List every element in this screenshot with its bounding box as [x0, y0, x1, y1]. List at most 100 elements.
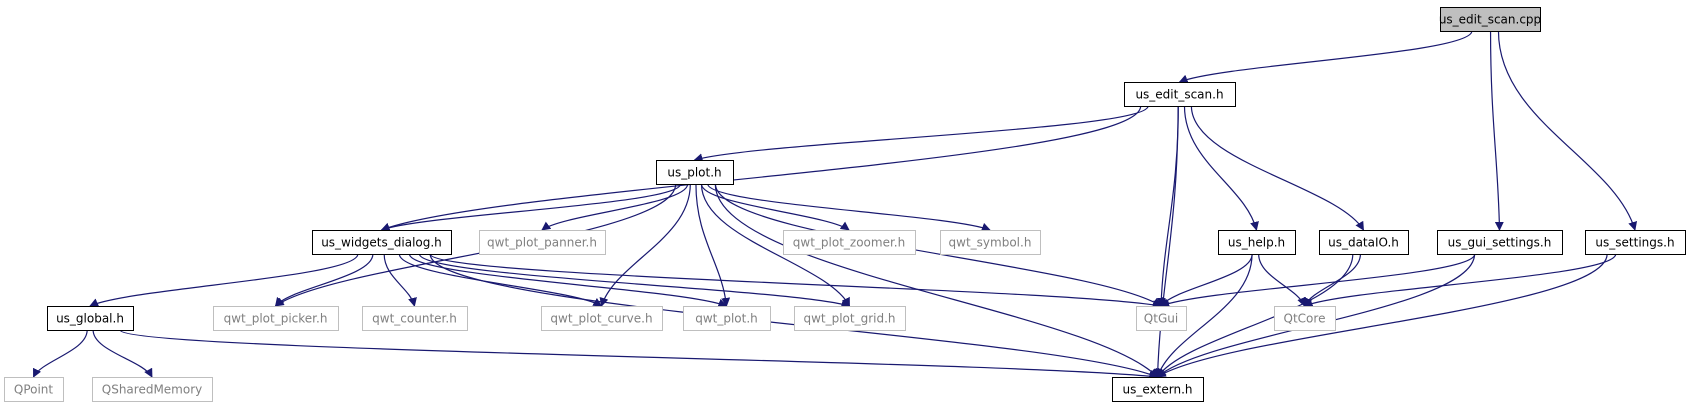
node-label: us_edit_scan.cpp: [1439, 13, 1541, 27]
node-box: [479, 230, 606, 255]
node-box: [1218, 230, 1296, 255]
node-box: [1136, 306, 1187, 331]
edge-us-edit-scan-cpp-to-us-settings-h: [1497, 30, 1638, 231]
edge-us-global-h-to-qpoint: [32, 329, 88, 378]
node-box: [1585, 230, 1686, 255]
edge-us-settings-h-to-us-extern-h: [1156, 253, 1608, 378]
node-qwt-symbol-h: qwt_symbol.h: [940, 230, 1041, 255]
node-label: us_dataIO.h: [1328, 236, 1399, 250]
node-qwt-plot-curve-h: qwt_plot_curve.h: [541, 306, 663, 331]
node-box: [1440, 7, 1541, 32]
node-qwt-plot-zoomer-h: qwt_plot_zoomer.h: [783, 230, 916, 255]
node-label: us_extern.h: [1123, 383, 1193, 397]
node-box: [541, 306, 663, 331]
edge-us-plot-h-to-qwt-plot-h: [695, 183, 731, 307]
edge-us-plot-h-to-qwt-plot-panner-h: [541, 183, 689, 231]
node-qtcore: QtCore: [1274, 306, 1336, 331]
node-label: qwt_plot.h: [695, 312, 758, 326]
node-qwt-plot-grid-h: qwt_plot_grid.h: [794, 306, 906, 331]
edge-us-edit-scan-h-to-us-extern-h: [1153, 105, 1179, 378]
edge-us-widgets-dialog-h-to-qwt-plot-h: [408, 253, 728, 308]
node-qtgui: QtGui: [1136, 306, 1187, 331]
node-label: us_widgets_dialog.h: [321, 236, 442, 250]
node-label: QtCore: [1284, 312, 1326, 326]
node-box: [940, 230, 1041, 255]
edge-us-global-h-to-us-extern-h: [119, 329, 1159, 381]
edge-us-widgets-dialog-h-to-qwt-plot-grid-h: [418, 253, 851, 309]
node-label: QSharedMemory: [102, 383, 203, 397]
node-label: QPoint: [14, 383, 54, 397]
node-box: [312, 230, 452, 255]
node-label: qwt_plot_curve.h: [550, 312, 652, 326]
edge-us-help-h-to-qtcore: [1258, 253, 1306, 307]
node-label: qwt_plot_picker.h: [224, 312, 328, 326]
node-us-edit-scan-h[interactable]: us_edit_scan.h: [1124, 82, 1236, 107]
node-label: us_edit_scan.h: [1135, 88, 1223, 102]
edge-us-edit-scan-h-to-qtgui: [1156, 105, 1179, 307]
node-box: [1274, 306, 1336, 331]
node-box: [656, 160, 734, 185]
edge-us-settings-h-to-qtcore: [1303, 253, 1617, 308]
node-box: [1124, 82, 1236, 107]
node-label: QtGui: [1144, 312, 1178, 326]
edge-us-widgets-dialog-h-to-us-global-h: [89, 253, 359, 307]
node-box: [362, 306, 468, 331]
edge-us-plot-h-to-qwt-plot-curve-h: [599, 183, 691, 307]
node-qwt-plot-picker-h: qwt_plot_picker.h: [213, 306, 339, 331]
node-box: [47, 306, 134, 331]
edge-us-edit-scan-h-to-us-dataio-h: [1190, 105, 1365, 231]
edge-us-widgets-dialog-h-to-us-extern-h: [429, 253, 1159, 379]
node-box: [1319, 230, 1409, 255]
node-box: [1437, 230, 1563, 255]
node-us-help-h[interactable]: us_help.h: [1218, 230, 1296, 255]
edge-us-edit-scan-h-to-us-widgets-dialog-h: [380, 105, 1142, 232]
node-label: qwt_symbol.h: [949, 236, 1032, 250]
node-label: qwt_counter.h: [372, 312, 457, 326]
node-us-edit-scan-cpp[interactable]: us_edit_scan.cpp: [1439, 7, 1541, 32]
edge-us-plot-h-to-qwt-symbol-h: [707, 183, 991, 232]
node-box: [783, 230, 916, 255]
edge-us-edit-scan-h-to-us-help-h: [1183, 105, 1259, 231]
edge-us-global-h-to-qsharedmemory: [92, 329, 153, 378]
edge-us-widgets-dialog-h-to-qwt-counter-h: [383, 253, 417, 307]
node-box: [4, 377, 64, 402]
node-box: [92, 377, 213, 402]
node-label: qwt_plot_panner.h: [487, 236, 597, 250]
edge-us-plot-h-to-us-extern-h: [714, 183, 1159, 378]
nodes-layer: us_edit_scan.cpp us_edit_scan.h us_plot.hu…: [4, 7, 1686, 402]
edge-us-widgets-dialog-h-to-qwt-plot-picker-h: [274, 253, 374, 307]
node-qwt-plot-h: qwt_plot.h: [683, 306, 771, 331]
node-label: us_help.h: [1228, 236, 1285, 250]
edge-us-help-h-to-qtgui: [1160, 253, 1253, 307]
node-box: [213, 306, 339, 331]
edge-us-dataio-h-to-us-extern-h: [1156, 253, 1354, 378]
node-us-plot-h[interactable]: us_plot.h: [656, 160, 734, 185]
edge-us-help-h-to-us-extern-h: [1155, 253, 1253, 378]
node-us-settings-h[interactable]: us_settings.h: [1585, 230, 1686, 255]
node-box: [683, 306, 771, 331]
node-label: us_global.h: [56, 312, 124, 326]
edge-us-edit-scan-cpp-to-us-edit-scan-h: [1178, 30, 1473, 84]
node-us-gui-settings-h[interactable]: us_gui_settings.h: [1437, 230, 1563, 255]
edge-us-plot-h-to-us-widgets-dialog-h: [380, 183, 682, 232]
node-label: qwt_plot_grid.h: [803, 312, 895, 326]
edge-us-plot-h-to-qwt-plot-grid-h: [700, 183, 851, 307]
edge-us-gui-settings-h-to-qtgui: [1160, 253, 1476, 308]
node-qsharedmemory: QSharedMemory: [92, 377, 213, 402]
edge-us-plot-h-to-qwt-plot-zoomer-h: [700, 183, 850, 231]
node-qwt-plot-panner-h: qwt_plot_panner.h: [479, 230, 606, 255]
node-box: [794, 306, 906, 331]
node-us-widgets-dialog-h[interactable]: us_widgets_dialog.h: [312, 230, 452, 255]
edge-us-edit-scan-cpp-to-us-gui-settings-h: [1489, 30, 1504, 231]
node-label: qwt_plot_zoomer.h: [793, 236, 905, 250]
node-us-dataio-h[interactable]: us_dataIO.h: [1319, 230, 1409, 255]
edge-us-widgets-dialog-h-to-qtgui: [429, 253, 1162, 310]
node-box: [1112, 377, 1204, 402]
edge-us-edit-scan-h-to-us-plot-h: [693, 105, 1149, 163]
node-label: us_settings.h: [1595, 236, 1674, 250]
node-label: us_plot.h: [667, 166, 721, 180]
node-qwt-counter-h: qwt_counter.h: [362, 306, 468, 331]
node-us-extern-h[interactable]: us_extern.h: [1112, 377, 1204, 402]
node-us-global-h[interactable]: us_global.h: [47, 306, 134, 331]
edge-us-widgets-dialog-h-to-qwt-plot-curve-h: [398, 253, 603, 307]
